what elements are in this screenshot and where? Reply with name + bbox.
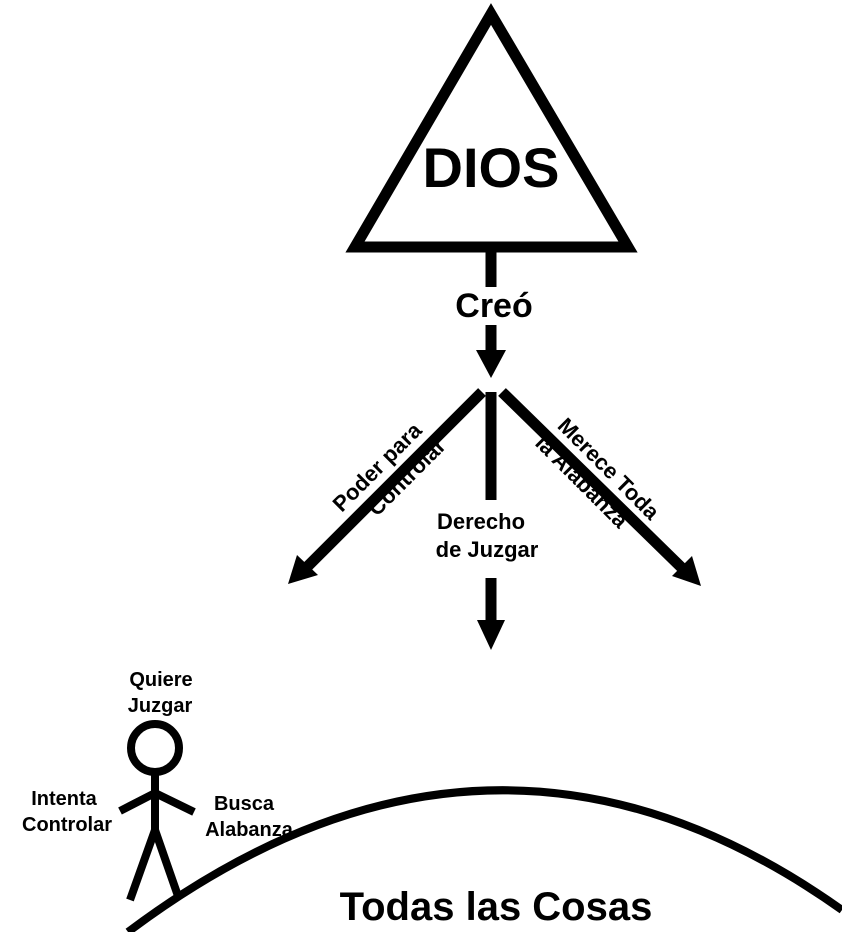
figure-left-leg	[126, 828, 159, 902]
figure-right-arm	[153, 789, 196, 816]
right-arrowhead	[672, 556, 701, 586]
left-branch-label: Poder para Controlar	[328, 417, 451, 521]
person-left-line1: Intenta	[31, 788, 97, 810]
stick-figure	[118, 720, 196, 902]
figure-head	[127, 720, 183, 776]
right-branch	[498, 388, 701, 586]
person-left-line2: Controlar	[22, 814, 112, 836]
figure-right-leg	[151, 828, 182, 898]
created-connector	[476, 252, 506, 378]
god-triangle	[345, 3, 638, 253]
person-top-line2: Juzgar	[128, 695, 193, 717]
person-right-line2: Alabanza	[205, 819, 294, 841]
figure-left-arm	[118, 789, 157, 815]
god-label: DIOS	[423, 136, 560, 199]
person-top-line1: Quiere	[129, 669, 192, 691]
world-arc	[125, 786, 842, 932]
center-branch	[477, 392, 505, 650]
center-branch-line2: de Juzgar	[436, 537, 539, 562]
left-branch	[288, 388, 486, 584]
center-branch-line1: Derecho	[437, 509, 525, 534]
left-arrowhead	[288, 555, 318, 584]
center-arrowhead	[477, 620, 505, 650]
created-arrowhead	[476, 350, 506, 378]
created-label: Creó	[455, 287, 532, 325]
person-right-line1: Busca	[214, 793, 275, 815]
world-label: Todas las Cosas	[340, 885, 653, 929]
